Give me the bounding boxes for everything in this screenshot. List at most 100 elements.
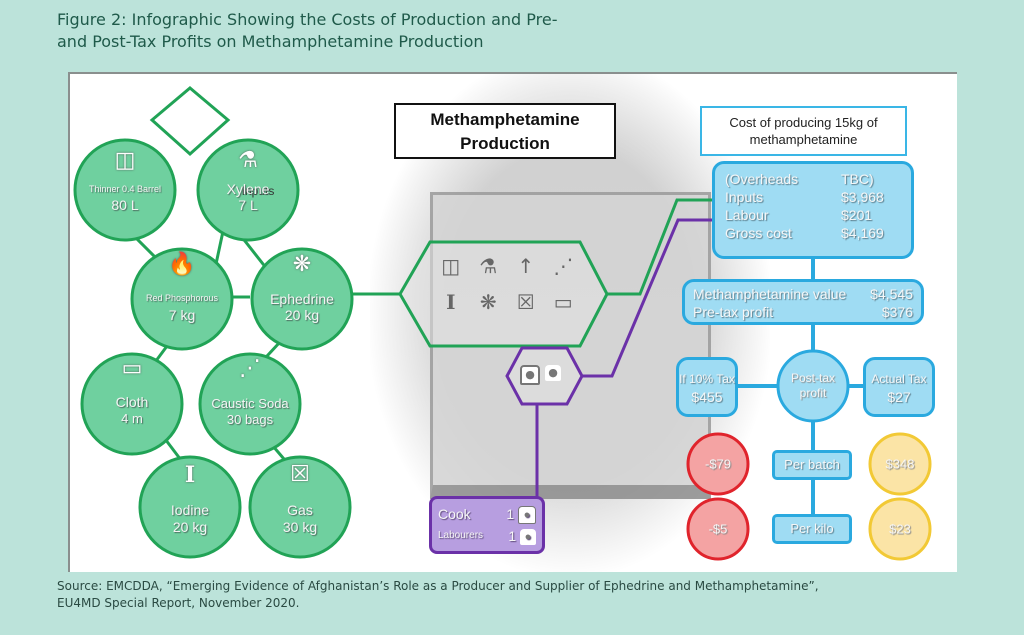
post-tax-profit-circle [776, 349, 850, 423]
cloth-icon: ▭ [121, 356, 143, 381]
value-row-pre-tax-profit: Pre-tax profit$376 [693, 304, 913, 320]
source-line1: Source: EMCDDA, “Emerging Evidence of Af… [57, 579, 819, 593]
input-amount-caustic-soda: 30 bags [226, 412, 274, 427]
actual-per-batch-value: $348 [885, 456, 915, 472]
figure-title: Figure 2: Infographic Showing the Costs … [57, 9, 657, 53]
source-line2: EU4MD Special Report, November 2020. [57, 596, 300, 610]
center-title-line1: Methamphetamine [430, 110, 580, 129]
hypothetical-post-tax-circles [686, 432, 750, 561]
hypothetical-per-kilo-value: -$5 [708, 521, 728, 537]
input-circles [73, 138, 354, 559]
cost-title-box: Cost of producing 15kg of methamphetamin… [700, 106, 907, 156]
actual-tax-value: $27 [887, 389, 911, 405]
input-name-gas: Gas [287, 502, 313, 518]
cook-count: 1 [506, 506, 515, 522]
cost-row-gross: Gross cost$4,169 [725, 225, 884, 241]
input-name-caustic-soda: Caustic Soda [211, 396, 289, 411]
input-circle-caustic-soda [198, 352, 302, 456]
hypothetical-tax-box: If 10% Tax $455 [676, 357, 738, 417]
figure-source: Source: EMCDDA, “Emerging Evidence of Af… [57, 578, 957, 612]
input-amount-ephedrine: 20 kg [284, 307, 320, 323]
infographic-frame: Inputs ◫ Thinner 0.4 Barrel 80 L ⚗ Xylen… [68, 72, 957, 572]
labour-to-cost-connector [582, 218, 712, 378]
hypothetical-tax-value: $455 [691, 389, 723, 405]
cost-title-line2: methamphetamine [749, 132, 858, 147]
input-circle-cloth [80, 352, 184, 456]
inputs-to-cost-connector [607, 198, 712, 296]
input-name-red-phosphorous: Red Phosphorous [145, 293, 219, 303]
input-name-thinner: Thinner 0.4 Barrel [88, 184, 162, 194]
input-circle-ephedrine [250, 247, 354, 351]
cost-row-inputs: Inputs$3,968 [725, 189, 884, 205]
actual-tax-box: Actual Tax $27 [863, 357, 935, 417]
diagram-graphics [73, 86, 932, 561]
input-amount-iodine: 20 kg [172, 519, 208, 535]
figure-title-line2: and Post-Tax Profits on Methamphetamine … [57, 32, 484, 51]
inputs-label: Inputs [241, 184, 275, 198]
labour-icons: ● ● [520, 365, 561, 385]
input-circle-iodine [138, 455, 242, 559]
center-title-line2: Production [460, 134, 550, 153]
hexagon-icon-grid: ◫ ⚗ ↑ ⋰ I ❋ ☒ ▭ [432, 252, 582, 316]
hypothetical-tax-label: If 10% Tax [679, 372, 735, 386]
red-circle-per-kilo [686, 497, 750, 561]
input-amount-red-phosphorous: 7 kg [168, 307, 196, 323]
red-circle-per-batch [686, 432, 750, 496]
labourers-label: Labourers [438, 530, 484, 541]
match-icon: 🔥 [168, 252, 196, 277]
labourer-icon: ● [520, 529, 536, 546]
cloth-icon: ▭ [553, 290, 573, 314]
input-circle-thinner [73, 138, 177, 242]
value-profit-box: Methamphetamine value$4,545 Pre-tax prof… [682, 279, 924, 325]
labourers-count: 1 [508, 528, 517, 544]
barrel-icon: ◫ [114, 148, 136, 173]
input-amount-cloth: 4 m [121, 411, 143, 426]
jerrycan-icon: ☒ [290, 462, 310, 487]
iodine-icon: I [446, 290, 456, 314]
per-batch-label: Per batch [784, 457, 840, 472]
input-amount-xylene: 7 L [238, 197, 258, 213]
yellow-circle-per-kilo [868, 497, 932, 561]
labour-hexagon [505, 346, 584, 406]
ephedra-plant-icon: ❋ [292, 252, 312, 277]
input-name-iodine: Iodine [170, 502, 210, 518]
barrel-icon: ◫ [441, 254, 461, 278]
actual-post-tax-circles [868, 432, 932, 561]
inputs-diamond [149, 86, 231, 157]
flask-icon: ⚗ [479, 254, 498, 278]
per-kilo-box: Per kilo [772, 514, 852, 544]
cook-label: Cook [438, 506, 471, 522]
figure-title-line1: Figure 2: Infographic Showing the Costs … [57, 10, 558, 29]
per-batch-box: Per batch [772, 450, 852, 480]
labour-crew-box: Cook 1 ● Labourers 1 ● [429, 496, 545, 554]
input-circle-gas [248, 455, 352, 559]
molecule-icon: ⋰ [553, 254, 574, 278]
input-amount-thinner: 80 L [111, 197, 139, 213]
input-name-ephedrine: Ephedrine [270, 291, 334, 307]
value-row-meth-value: Methamphetamine value$4,545 [693, 286, 913, 302]
flask-icon: ⚗ [238, 148, 258, 173]
molecule-icon: ⋰ [239, 356, 261, 381]
cook-icon: ● [518, 506, 536, 525]
match-icon: ↑ [517, 254, 535, 278]
cost-row-labour: Labour$201 [725, 207, 873, 223]
inputs-hexagon [398, 240, 609, 348]
jerrycan-icon: ☒ [516, 290, 535, 314]
ephedra-plant-icon: ❋ [479, 290, 497, 314]
input-amount-gas: 30 kg [282, 519, 318, 535]
input-circle-red-phosphorous [130, 247, 234, 351]
input-circle-xylene [196, 138, 300, 242]
input-name-cloth: Cloth [115, 394, 149, 410]
input-name-xylene: Xylene [226, 181, 270, 197]
iodine-icon: I [184, 462, 196, 488]
actual-tax-label: Actual Tax [871, 372, 927, 386]
labourer-icon: ● [545, 365, 561, 381]
post-tax-profit-label: Post-tax profit [790, 371, 836, 400]
center-title-box: Methamphetamine Production [394, 103, 616, 159]
per-kilo-label: Per kilo [790, 521, 834, 536]
cook-icon: ● [520, 365, 540, 385]
hypothetical-per-batch-value: -$79 [704, 456, 732, 472]
yellow-circle-per-batch [868, 432, 932, 496]
